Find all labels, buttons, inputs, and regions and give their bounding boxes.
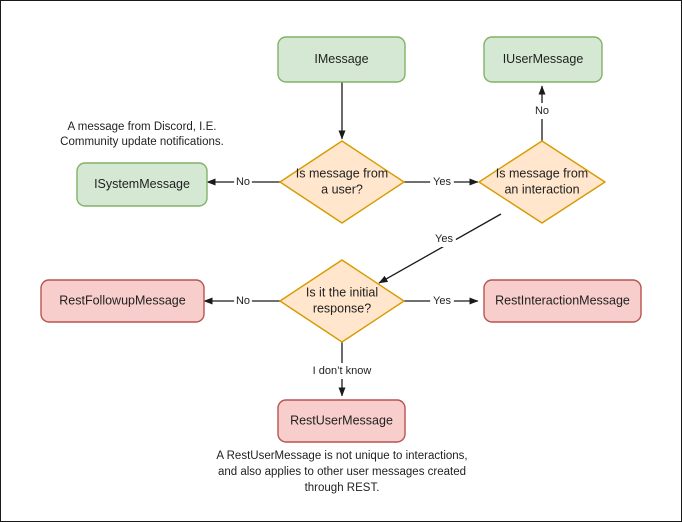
note-line: Community update notifications. — [60, 136, 224, 148]
node-imessage[interactable]: IMessage — [277, 36, 406, 83]
node-restinteractionmessage[interactable]: RestInteractionMessage — [483, 279, 642, 323]
node-label: an interaction — [504, 182, 579, 196]
node-label: IMessage — [314, 52, 368, 66]
node-is-from-interaction[interactable]: Is message from an interaction — [478, 140, 606, 224]
edge-is-from-interaction-to-is-initial-response — [378, 213, 502, 284]
edge-label-background — [430, 293, 454, 309]
edge-label-background — [303, 363, 381, 379]
node-isystemmessage[interactable]: ISystemMessage — [76, 162, 208, 207]
edges-layer — [203, 82, 546, 397]
node-shape-rect — [277, 399, 406, 443]
node-label: a user? — [321, 182, 363, 196]
edge-label-is-from-interaction-to-is-initial-response: Yes — [432, 231, 456, 247]
node-label: Is it the initial — [306, 285, 378, 299]
node-shape-rect — [76, 162, 208, 207]
edge-label-text: Yes — [433, 295, 451, 307]
edge-label-is-from-user-to-isystemmessage: No — [234, 174, 252, 190]
node-shape-rect — [483, 279, 642, 323]
edge-label-text: No — [535, 105, 549, 117]
node-label: RestInteractionMessage — [495, 293, 630, 307]
edge-label-text: No — [236, 295, 250, 307]
edge-label-text: Yes — [433, 176, 451, 188]
node-label: RestUserMessage — [290, 413, 393, 427]
note-line: through REST. — [305, 482, 380, 494]
node-shape-diamond — [279, 140, 405, 224]
edge-label-background — [430, 174, 454, 190]
note-line: and also applies to other user messages … — [218, 466, 466, 478]
note-note-restusermessage: A RestUserMessage is not unique to inter… — [216, 450, 467, 494]
edge-line — [378, 213, 502, 284]
edge-label-background — [533, 103, 551, 119]
notes-layer: A message from Discord, I.E. Community up… — [60, 121, 467, 494]
edge-label-is-from-interaction-to-iusermessage: No — [533, 103, 551, 119]
edge-label-is-initial-response-to-restinteractionmessage: Yes — [430, 293, 454, 309]
node-label: ISystemMessage — [94, 177, 190, 191]
node-shape-rect — [277, 36, 406, 83]
edge-label-is-initial-response-to-restusermessage: I don’t know — [303, 363, 381, 379]
edge-label-background — [432, 231, 456, 247]
node-shape-diamond — [279, 259, 405, 343]
node-label: Is message from — [296, 166, 388, 180]
node-label: response? — [313, 301, 371, 315]
edge-label-is-from-user-to-is-from-interaction: Yes — [430, 174, 454, 190]
edge-label-text: No — [236, 176, 250, 188]
node-is-from-user[interactable]: Is message from a user? — [279, 140, 405, 224]
edge-label-background — [234, 293, 252, 309]
node-iusermessage[interactable]: IUserMessage — [483, 36, 603, 83]
note-line: A RestUserMessage is not unique to inter… — [216, 450, 467, 462]
node-shape-rect — [40, 279, 205, 323]
edge-label-background — [234, 174, 252, 190]
node-restfollowupmessage[interactable]: RestFollowupMessage — [40, 279, 205, 323]
node-label: Is message from — [496, 166, 588, 180]
edge-label-is-initial-response-to-restfollowupmessage: No — [234, 293, 252, 309]
node-is-initial-response[interactable]: Is it the initial response? — [279, 259, 405, 343]
node-restusermessage[interactable]: RestUserMessage — [277, 399, 406, 443]
note-line: A message from Discord, I.E. — [68, 121, 217, 133]
node-label: IUserMessage — [503, 52, 584, 66]
edge-label-text: Yes — [435, 233, 453, 245]
node-shape-rect — [483, 36, 603, 83]
node-label: RestFollowupMessage — [59, 293, 185, 307]
note-note-isystemmessage: A message from Discord, I.E. Community up… — [60, 121, 224, 148]
node-shape-diamond — [478, 140, 606, 224]
edge-label-text: I don’t know — [313, 365, 372, 377]
